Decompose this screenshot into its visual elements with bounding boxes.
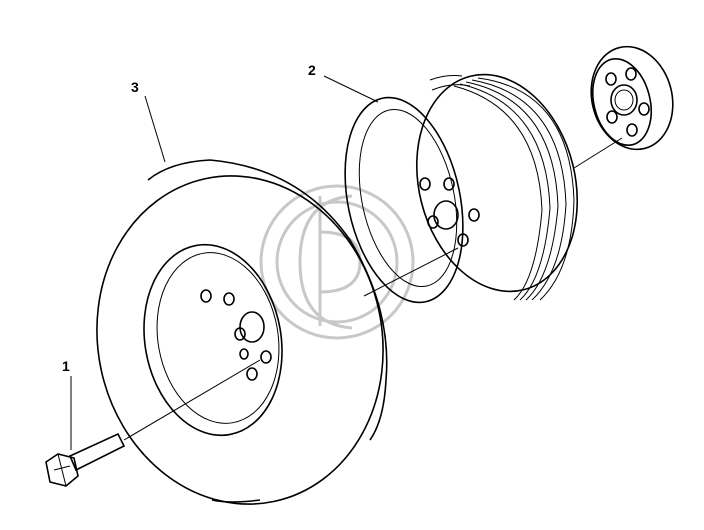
callout-2: 2 xyxy=(308,62,316,78)
callout-3: 3 xyxy=(131,79,139,95)
callout-1: 1 xyxy=(62,358,70,374)
assembly-axis-lines xyxy=(123,137,623,441)
pulley-icon xyxy=(344,73,579,304)
bolt-icon xyxy=(45,432,126,487)
logo-watermark-icon xyxy=(259,184,415,340)
hub-spacer-icon xyxy=(590,45,674,151)
leader-lines xyxy=(70,75,379,450)
damper-ring-icon xyxy=(96,159,388,505)
